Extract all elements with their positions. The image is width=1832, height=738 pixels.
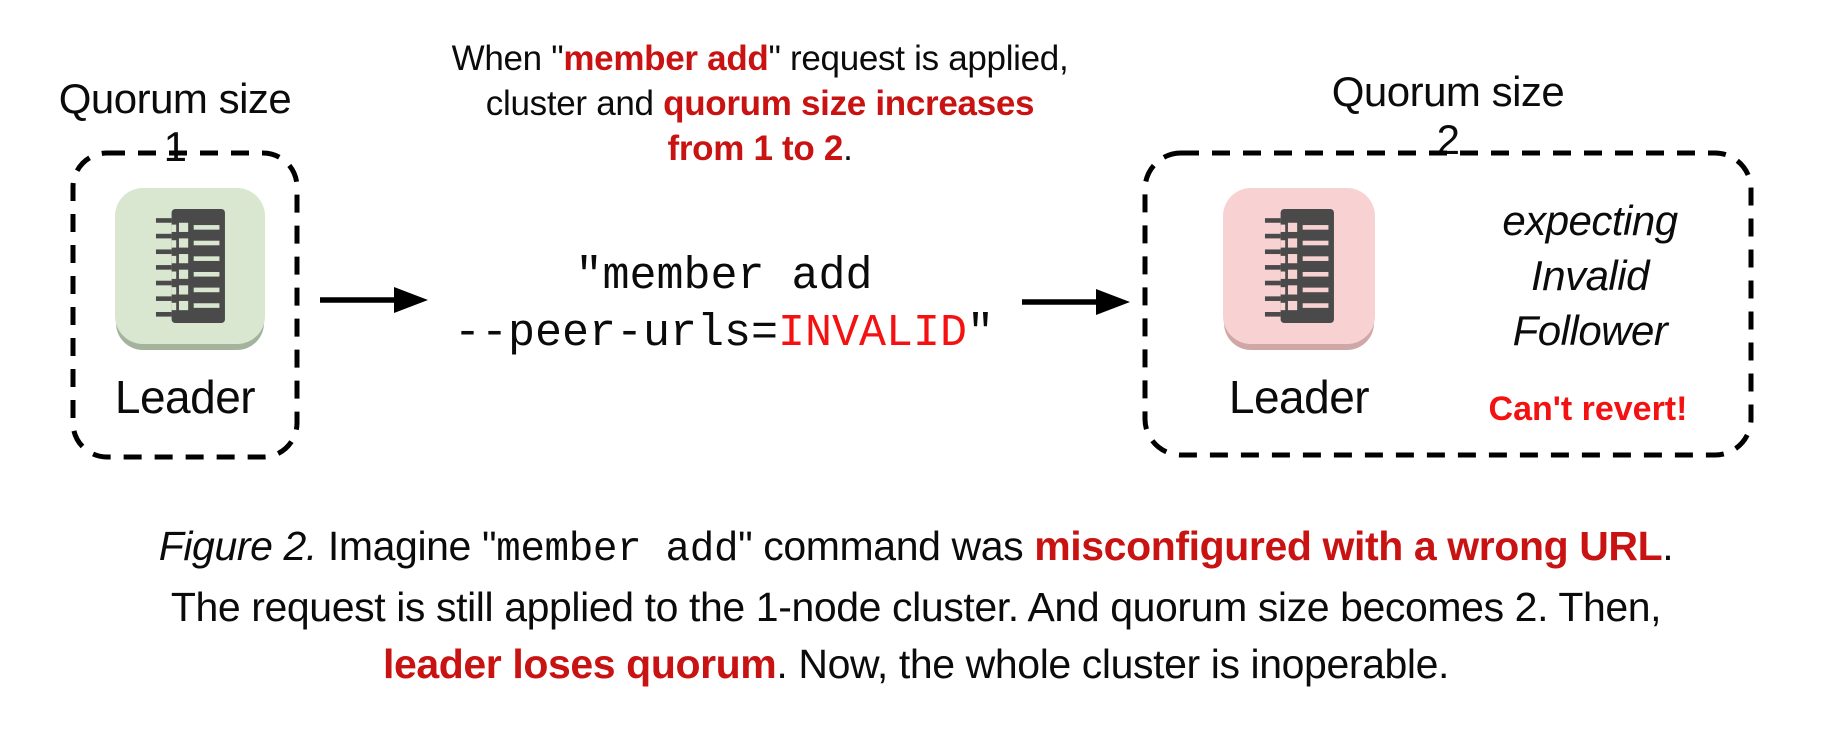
caption-line1-c: . bbox=[1662, 523, 1674, 569]
leader-node-pink bbox=[1223, 188, 1375, 344]
right-leader-label: Leader bbox=[1228, 371, 1370, 423]
intro-quorum-increase: quorum size increases bbox=[663, 84, 1035, 123]
caption-line2: The request is still applied to the 1-no… bbox=[170, 584, 1662, 630]
cant-revert-warning: Can't revert! bbox=[1488, 390, 1688, 428]
caption-leader-loses-quorum: leader loses quorum bbox=[382, 641, 777, 687]
left-cluster-dashed-box bbox=[70, 150, 300, 460]
right-cluster-title: Quorum size 2 bbox=[1331, 68, 1565, 163]
member-add-command: "member add --peer-urls=INVALID" bbox=[424, 248, 1024, 362]
intro-line1-prefix: When " bbox=[451, 39, 564, 78]
arrow-left-to-command bbox=[320, 287, 428, 313]
caption-misconfigured: misconfigured with a wrong URL bbox=[1034, 523, 1663, 569]
caption-line1-a: Imagine " bbox=[316, 523, 497, 569]
left-leader-label: Leader bbox=[114, 371, 256, 423]
intro-text: When "member add" request is applied, cl… bbox=[435, 36, 1085, 171]
left-cluster-title: Quorum size 1 bbox=[58, 75, 292, 170]
caption-line1-b: " command was bbox=[738, 523, 1035, 569]
intro-line1-suffix: " request is applied, bbox=[768, 39, 1069, 78]
server-rack-icon bbox=[1264, 208, 1334, 324]
caption-member-add-code: member add bbox=[496, 527, 739, 573]
server-rack-icon bbox=[155, 208, 225, 324]
intro-from-1-to-2: from 1 to 2 bbox=[667, 129, 844, 168]
leader-node-green bbox=[115, 188, 265, 344]
arrow-command-to-right bbox=[1022, 289, 1130, 315]
intro-line3-suffix: . bbox=[843, 129, 853, 168]
intro-member-add: member add bbox=[563, 39, 769, 78]
figure-caption: Figure 2. Imagine "member add" command w… bbox=[0, 518, 1832, 693]
command-line2-suffix: " bbox=[967, 308, 995, 359]
caption-line3-suffix: . Now, the whole cluster is inoperable. bbox=[776, 641, 1450, 687]
command-line2-prefix: --peer-urls= bbox=[453, 308, 778, 359]
expecting-invalid-follower: expecting Invalid Follower bbox=[1502, 197, 1678, 354]
intro-line2-prefix: cluster and bbox=[485, 84, 664, 123]
right-cluster-dashed-box bbox=[1142, 150, 1754, 458]
command-invalid: INVALID bbox=[778, 308, 968, 359]
command-line1: "member add bbox=[575, 251, 873, 302]
caption-figure-label: Figure 2. bbox=[158, 523, 318, 569]
